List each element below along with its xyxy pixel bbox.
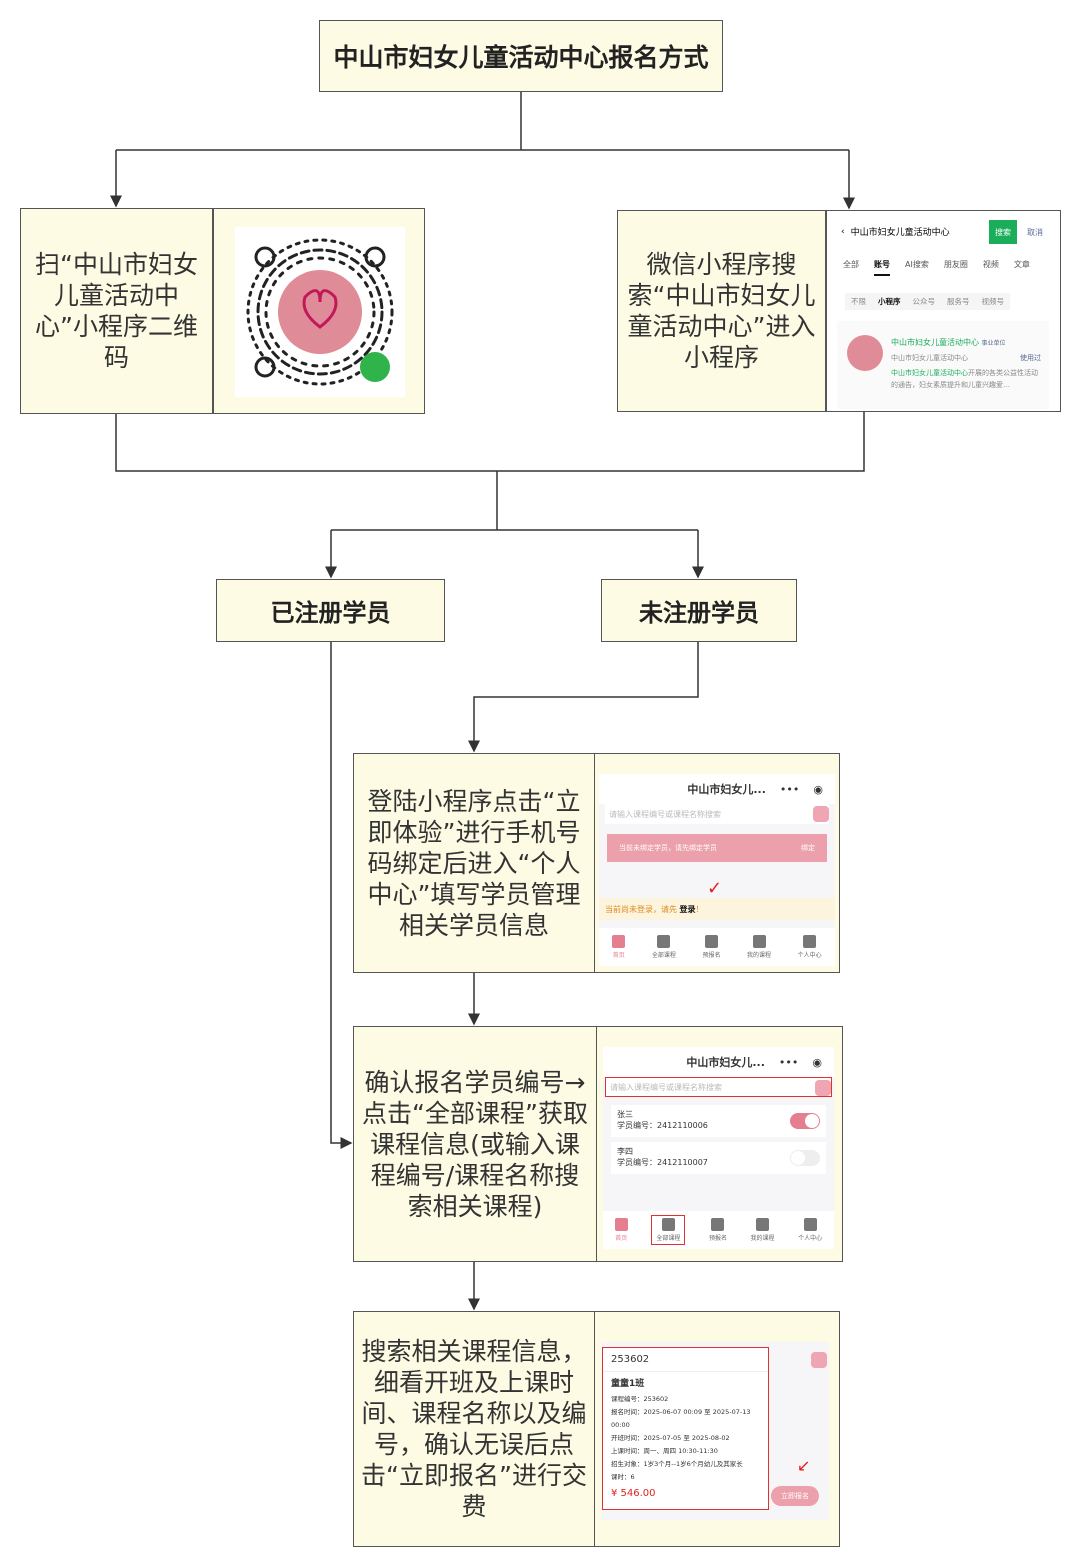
tab-ai[interactable]: AI搜索: [905, 260, 929, 269]
course-detail: 报名时间：2025-06-07 00:09 至 2025-07-13 00:00: [611, 1408, 751, 1429]
subtab[interactable]: 小程序: [878, 297, 901, 306]
open-book-icon: [704, 935, 718, 948]
nav-all-courses[interactable]: 全部课程: [652, 935, 676, 959]
student-toggle[interactable]: [790, 1113, 820, 1129]
bottom-nav: 首页 全部课程 预报名 我的课程 个人中心: [603, 1211, 834, 1249]
student-row[interactable]: 张三学员编号：2412110006: [611, 1105, 826, 1137]
home-icon: [614, 1218, 628, 1231]
back-icon[interactable]: ‹: [841, 226, 845, 237]
subtab[interactable]: 公众号: [912, 297, 936, 306]
search-icon[interactable]: [815, 1080, 831, 1096]
search-query[interactable]: 中山市妇女儿童活动中心: [850, 228, 950, 238]
nav-profile[interactable]: 个人中心: [798, 1218, 822, 1242]
tab-account[interactable]: 账号: [874, 259, 890, 276]
bind-notice: 当前未绑定学员，请先绑定学员绑定: [607, 834, 827, 862]
step2-text: 确认报名学员编号→点击“全部课程”获取课程信息(或输入课程编号/课程名称搜索相关…: [353, 1026, 597, 1262]
step2-screenshot: 中山市妇女儿... ••• ◉ 请输入课程编号或课程名称搜索 张三学员编号：2412…: [596, 1026, 843, 1262]
nav-my-courses[interactable]: 我的课程: [751, 1218, 775, 1242]
graduation-cap-icon: [803, 935, 817, 948]
open-book-icon: [711, 1218, 725, 1231]
close-icon[interactable]: ◉: [813, 782, 823, 796]
close-icon[interactable]: ◉: [812, 1055, 822, 1069]
home-icon: [612, 935, 626, 948]
more-icon[interactable]: •••: [778, 1055, 799, 1069]
book-icon: [661, 1218, 675, 1231]
result-sub: 中山市妇女儿童活动中心使用过: [891, 354, 1041, 362]
nav-pre-enroll[interactable]: 预报名: [702, 935, 720, 959]
tab-article[interactable]: 文章: [1013, 260, 1030, 269]
more-icon[interactable]: •••: [779, 782, 800, 796]
bottom-nav: 首页 全部课程 预报名 我的课程 个人中心: [599, 928, 835, 966]
page-title: 中山市妇女儿童活动中心报名方式: [319, 20, 723, 92]
student-toggle[interactable]: [790, 1150, 820, 1166]
registered-student-box: 已注册学员: [216, 579, 445, 642]
search-tabs: 全部 账号 AI搜索 朋友圈 视频 文章: [843, 259, 1030, 276]
nav-home[interactable]: 首页: [614, 1218, 628, 1242]
step3-text: 搜索相关课程信息，细看开班及上课时间、课程名称以及编号，确认无误后点击“立即报名…: [353, 1311, 595, 1547]
search-miniprogram-step: 微信小程序搜索“中山市妇女儿童活动中心”进入小程序: [617, 210, 826, 412]
scan-qr-step: 扫“中山市妇女儿童活动中心”小程序二维码: [20, 208, 213, 414]
tab-moments[interactable]: 朋友圈: [943, 260, 968, 269]
step1-text: 登陆小程序点击“立即体验”进行手机号码绑定后进入“个人中心”填写学员管理相关学员…: [353, 753, 595, 973]
course-detail: 上课时间：周一、周四 10:30-11:30: [611, 1447, 718, 1455]
qr-code-icon[interactable]: [235, 227, 405, 397]
course-detail: 开班时间：2025-07-05 至 2025-08-02: [611, 1434, 730, 1442]
login-notice: 当前尚未登录，请先 登录！: [599, 898, 835, 920]
student-row[interactable]: 李四学员编号：2412110007: [611, 1142, 826, 1174]
book-icon: [752, 935, 766, 948]
qr-code-panel: [213, 208, 425, 414]
course-detail: 招生对象：1岁3个月--1岁6个月幼儿及其家长: [611, 1460, 743, 1468]
course-card[interactable]: 253602 童童1班 课程编号：253602 报名时间：2025-06-07 …: [602, 1347, 769, 1510]
nav-all-courses[interactable]: 全部课程: [651, 1215, 686, 1245]
enroll-now-button[interactable]: 立即报名: [771, 1486, 819, 1506]
tab-video[interactable]: 视频: [982, 260, 999, 269]
course-price: ¥ 546.00: [611, 1488, 656, 1499]
course-search-input[interactable]: 253602: [603, 1348, 768, 1372]
bind-button[interactable]: 绑定: [801, 844, 815, 852]
result-desc: 中山市妇女儿童活动中心开展的各类公益性活动的通告，妇女素质提升和儿童兴趣爱…: [891, 369, 1038, 389]
course-search-input[interactable]: 请输入课程编号或课程名称搜索: [610, 1082, 722, 1092]
nav-home[interactable]: 首页: [612, 935, 626, 959]
nav-profile[interactable]: 个人中心: [798, 935, 822, 959]
wechat-search-screenshot: ‹ 中山市妇女儿童活动中心 搜索 取消 全部 账号 AI搜索 朋友圈 视频 文章…: [826, 210, 1061, 412]
graduation-cap-icon: [803, 1218, 817, 1231]
unregistered-student-box: 未注册学员: [601, 579, 797, 642]
nav-my-courses[interactable]: 我的课程: [747, 935, 771, 959]
red-arrow-icon: ↙: [797, 1456, 811, 1475]
course-detail: 课程编号：253602: [611, 1395, 669, 1403]
subtab[interactable]: 服务号: [947, 297, 970, 306]
result-logo-icon: [847, 335, 883, 371]
result-badge: 事业单位: [981, 340, 1006, 347]
step3-screenshot: 253602 童童1班 课程编号：253602 报名时间：2025-06-07 …: [594, 1311, 840, 1547]
cancel-button[interactable]: 取消: [1027, 228, 1043, 237]
book-icon: [756, 1218, 770, 1231]
result-name: 中山市妇女儿童活动中心: [891, 338, 979, 347]
nav-pre-enroll[interactable]: 预报名: [709, 1218, 727, 1242]
used-label: 使用过: [1020, 354, 1041, 362]
tab-all[interactable]: 全部: [843, 260, 859, 269]
course-detail: 课时：6: [611, 1473, 635, 1481]
search-button[interactable]: 搜索: [989, 220, 1017, 244]
course-name: 童童1班: [611, 1379, 645, 1389]
app-title: 中山市妇女儿...: [687, 783, 766, 796]
book-icon: [657, 935, 671, 948]
subtab[interactable]: 不限: [851, 297, 866, 306]
search-subtabs: 不限 小程序 公众号 服务号 视频号: [845, 293, 1010, 310]
search-icon[interactable]: [811, 1352, 827, 1368]
search-result-card[interactable]: 中山市妇女儿童活动中心 事业单位 中山市妇女儿童活动中心使用过 中山市妇女儿童活…: [837, 321, 1049, 409]
login-link[interactable]: 登录: [679, 904, 696, 914]
app-title: 中山市妇女儿...: [686, 1056, 765, 1069]
search-icon[interactable]: [813, 806, 829, 822]
subtab[interactable]: 视频号: [981, 297, 1005, 306]
red-arrow-icon: ✓: [707, 878, 723, 899]
step1-screenshot: 中山市妇女儿... ••• ◉ 请输入课程编号或课程名称搜索 当前未绑定学员，请先绑…: [594, 753, 840, 973]
course-search-input[interactable]: 请输入课程编号或课程名称搜索: [609, 809, 721, 819]
